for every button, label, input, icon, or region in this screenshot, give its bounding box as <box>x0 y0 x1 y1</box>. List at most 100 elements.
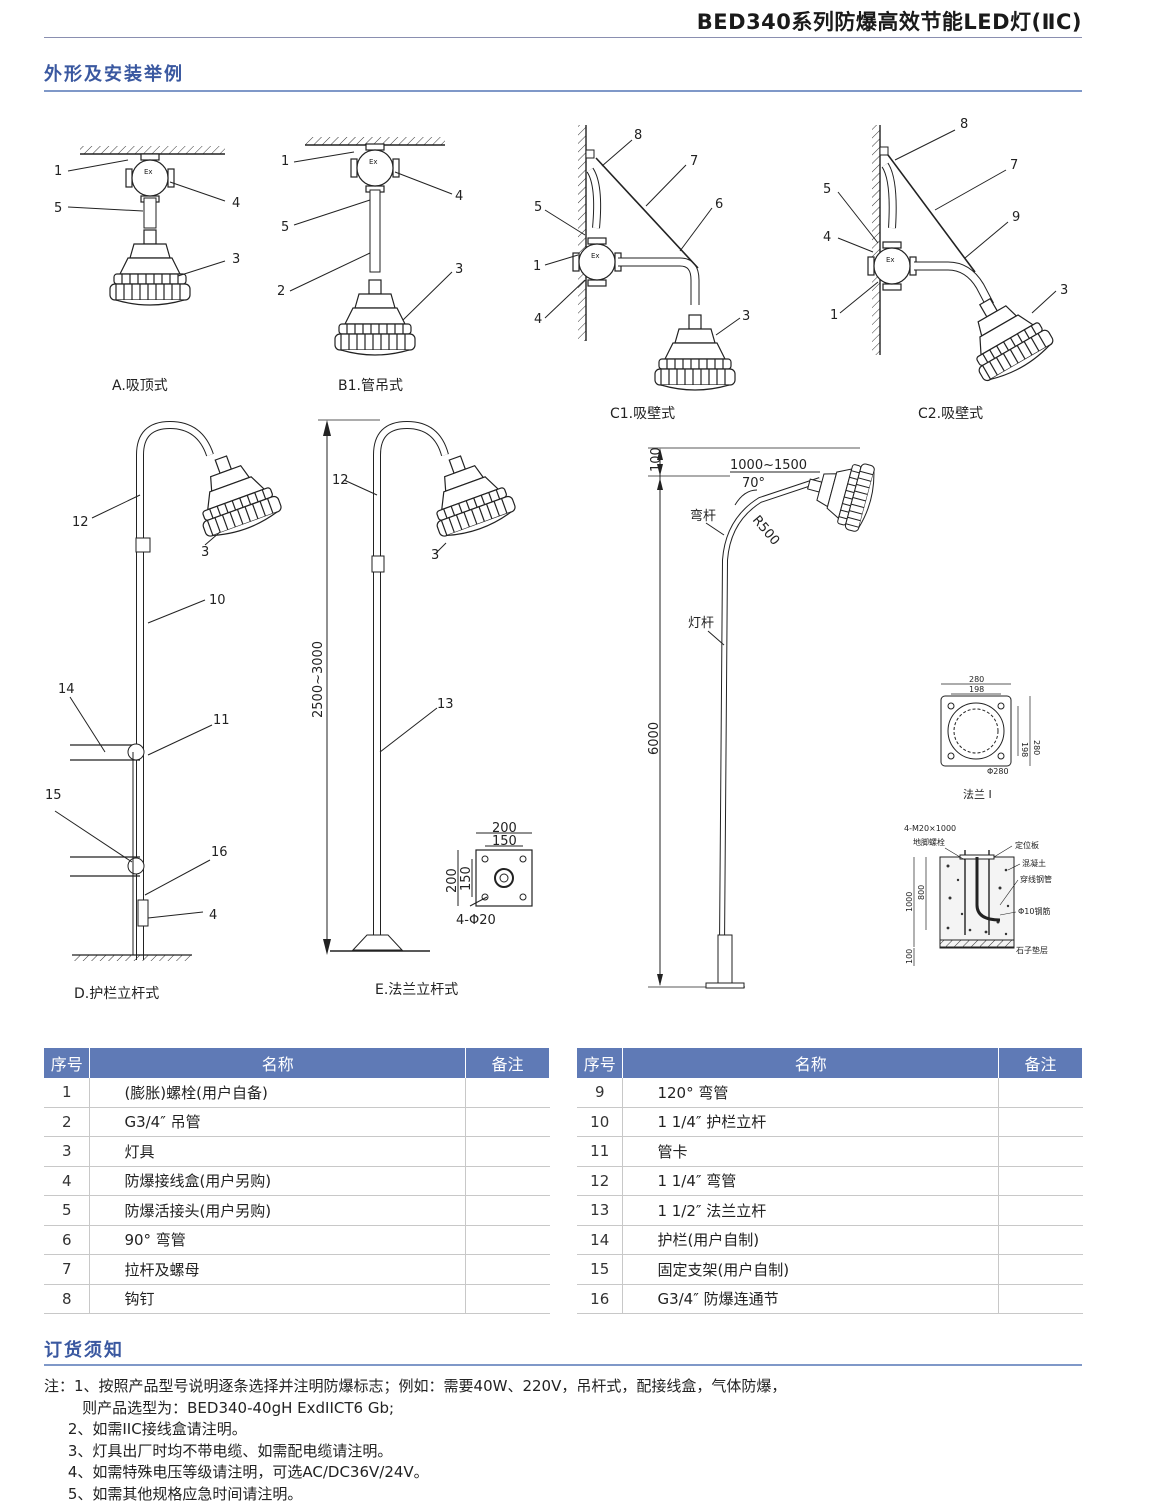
cell-remark <box>465 1107 550 1137</box>
dim-e-base-h2: 150 <box>459 866 474 891</box>
header-no: 序号 <box>577 1048 624 1078</box>
cell-remark <box>998 1225 1083 1255</box>
cell-name: G3/4″ 防爆连通节 <box>622 1284 1000 1314</box>
dim-e-holes: 4-Φ20 <box>456 913 496 928</box>
section-rule-install <box>44 90 1082 92</box>
caption-e: E.法兰立杆式 <box>375 982 458 998</box>
dim-fl-280-top: 280 <box>969 675 984 684</box>
svg-text:5: 5 <box>534 200 542 215</box>
caption-d: D.护栏立杆式 <box>74 986 159 1002</box>
svg-text:3: 3 <box>431 548 439 563</box>
label-fd-bolt: 4-M20×1000 <box>904 824 956 833</box>
svg-text:13: 13 <box>437 697 454 712</box>
cell-name: 固定支架(用户自制) <box>622 1254 1000 1285</box>
caption-c1: C1.吸壁式 <box>610 406 675 422</box>
svg-text:3: 3 <box>1060 283 1068 298</box>
figure-e-flange-pole: 2500~3000 12 3 13 <box>311 419 519 955</box>
cell-no: 5 <box>44 1195 91 1226</box>
figure-c1-wall: 87 65 14 3 <box>533 125 750 391</box>
caption-flange: 法兰 I <box>963 787 992 801</box>
figure-e-base-plate: 200 150 200 150 4-Φ20 <box>445 821 533 928</box>
svg-text:7: 7 <box>690 154 698 169</box>
table-row: 1(膨胀)螺栓(用户自备) <box>44 1078 550 1108</box>
cell-name: 防爆活接头(用户另购) <box>89 1195 467 1226</box>
svg-text:4: 4 <box>455 189 463 204</box>
dim-fl-phi280: Φ280 <box>987 767 1009 776</box>
dim-pole-height: 6000 <box>647 722 662 755</box>
dim-fl-198-side: 198 <box>1020 742 1029 757</box>
svg-text:4: 4 <box>232 196 240 211</box>
svg-text:4: 4 <box>823 230 831 245</box>
cell-name: 1 1/2″ 法兰立杆 <box>622 1195 1000 1226</box>
caption-c2: C2.吸壁式 <box>918 406 983 422</box>
dim-pole-reach: 1000~1500 <box>730 458 807 473</box>
cell-remark <box>998 1078 1083 1108</box>
svg-text:5: 5 <box>54 201 62 216</box>
header-rule <box>44 37 1082 38</box>
header-remark: 备注 <box>998 1048 1083 1078</box>
dim-pole-radius: R500 <box>749 513 782 549</box>
cell-remark <box>465 1195 550 1226</box>
cell-remark <box>998 1107 1083 1137</box>
note-line: 4、如需特殊电压等级请注明，可选AC/DC36V/24V。 <box>44 1463 429 1482</box>
cell-no: 15 <box>577 1254 624 1285</box>
cell-name: 120° 弯管 <box>622 1078 1000 1108</box>
svg-text:3: 3 <box>455 262 463 277</box>
cell-remark <box>465 1284 550 1314</box>
cell-remark <box>465 1078 550 1108</box>
svg-text:3: 3 <box>232 252 240 267</box>
note-line: 注：1、按照产品型号说明逐条选择并注明防爆标志；例如：需要40W、220V，吊杆… <box>44 1377 787 1395</box>
cell-name: 灯具 <box>89 1136 467 1167</box>
cell-remark <box>465 1254 550 1285</box>
cell-name: 拉杆及螺母 <box>89 1254 467 1285</box>
label-fd-rebar: Φ10钢筋 <box>1018 906 1050 916</box>
svg-text:11: 11 <box>213 713 230 728</box>
svg-text:1: 1 <box>54 164 62 179</box>
svg-text:1: 1 <box>830 308 838 323</box>
header-name: 名称 <box>89 1048 467 1078</box>
svg-text:7: 7 <box>1010 158 1018 173</box>
svg-text:12: 12 <box>332 473 349 488</box>
note-line: 5、如需其他规格应急时间请注明。 <box>44 1484 303 1503</box>
order-notes: 注：1、按照产品型号说明逐条选择并注明防爆标志；例如：需要40W、220V，吊杆… <box>44 1376 786 1506</box>
cell-remark <box>998 1254 1083 1285</box>
svg-text:3: 3 <box>742 309 750 324</box>
cell-name: 防爆接线盒(用户另购) <box>89 1166 467 1196</box>
dim-e-base-w2: 150 <box>492 834 517 849</box>
note-line: 则产品选型为：BED340-40gH ExdIICT6 Gb; <box>44 1398 395 1417</box>
svg-text:1: 1 <box>533 259 541 274</box>
svg-text:4: 4 <box>209 908 217 923</box>
svg-text:6: 6 <box>715 197 723 212</box>
dim-e-base-h1: 200 <box>445 868 460 893</box>
cell-name: 钩钉 <box>89 1284 467 1314</box>
figure-foundation: 4-M20×1000 地脚螺栓 定位板 混凝土 穿线钢管 Φ10钢筋 石子垫层 … <box>904 824 1052 966</box>
svg-text:1: 1 <box>281 154 289 169</box>
dim-pole-angle: 70° <box>742 476 765 491</box>
figure-flange-i: 280 198 280 198 Φ280 法兰 I <box>940 675 1041 801</box>
svg-text:8: 8 <box>960 117 968 132</box>
cell-remark <box>998 1136 1083 1167</box>
svg-text:12: 12 <box>72 515 89 530</box>
dim-e-height: 2500~3000 <box>311 641 326 718</box>
cell-remark <box>465 1136 550 1167</box>
svg-text:5: 5 <box>281 220 289 235</box>
svg-text:4: 4 <box>534 312 542 327</box>
note-line: 3、灯具出厂时均不带电缆、如需配电缆请注明。 <box>44 1441 393 1460</box>
dim-fd-800: 800 <box>917 885 926 900</box>
section-rule-order <box>44 1364 1082 1366</box>
label-fd-concrete: 混凝土 <box>1022 858 1046 868</box>
cell-no: 10 <box>577 1107 624 1137</box>
cell-name: 护栏(用户自制) <box>622 1225 1000 1255</box>
svg-text:16: 16 <box>211 845 228 860</box>
label-fd-plate: 定位板 <box>1015 840 1039 850</box>
dim-e-base-w1: 200 <box>492 821 517 836</box>
caption-b1: B1.管吊式 <box>338 378 403 394</box>
cell-no: 11 <box>577 1136 624 1167</box>
section-title-install: 外形及安装举例 <box>44 64 184 85</box>
